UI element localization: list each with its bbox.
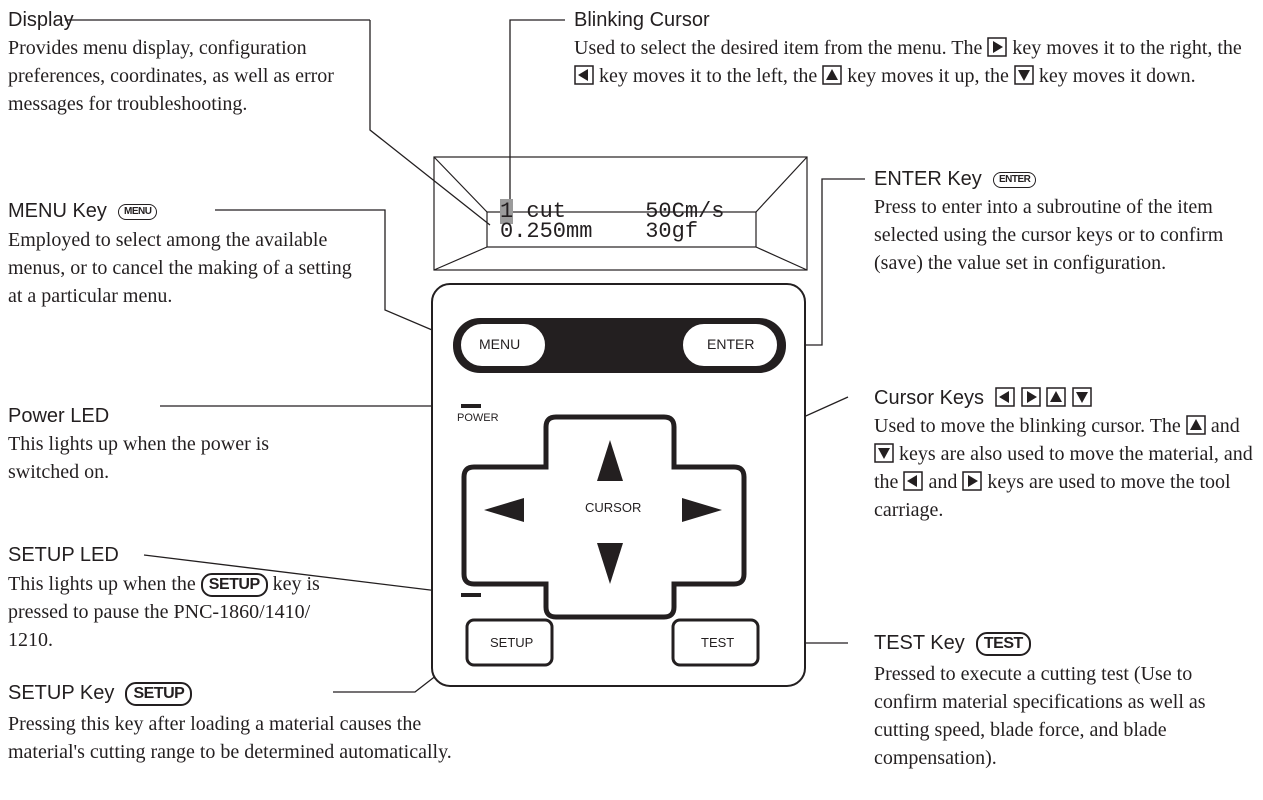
down-key-icon [1072,386,1092,407]
lcd-line-2: 0.250mm 30gf [500,219,699,244]
arrow-left [484,498,524,522]
up-key-icon [1046,386,1067,407]
blinking-cursor-heading: Blinking Cursor [574,9,710,31]
setup-led-desc: This lights up when the SETUP key is pre… [8,573,320,651]
setup-led-leader [143,554,472,596]
lcd-display [433,156,808,271]
menu-key-badge: MENU [118,203,158,220]
cursor-keys-heading: Cursor Keys [874,386,1092,410]
display-heading: Display [8,9,74,31]
enter-button [681,322,779,368]
setup-badge: SETUP [200,573,268,598]
power-led-desc: This lights up when the power is switche… [8,433,270,483]
lcd-line-1-text: cut 50Cm/s [513,199,725,224]
blinking-cursor-desc: Used to select the desired item from the… [574,37,1242,87]
setup-button [465,618,554,667]
power-label: POWER [457,412,499,424]
lcd-line-1: 1 cut 50Cm/s [500,199,725,224]
test-key-badge: TEST [975,631,1031,656]
arrow-up [597,440,623,481]
right-key-icon [962,471,983,492]
cursor-label: CURSOR [585,500,642,515]
power-led [461,404,481,408]
setup-button-label[interactable]: SETUP [490,635,534,650]
display-leader-2 [369,20,491,226]
test-key-heading: TEST Key TEST [874,631,1031,656]
lcd-cursor: 1 [500,199,514,224]
left-key-icon [903,471,924,492]
down-key-icon [1014,65,1034,86]
menu-key-leader [215,209,466,345]
test-key-desc: Pressed to execute a cutting test (Use t… [874,663,1206,769]
setup-key-desc: Pressing this key after loading a materi… [8,713,452,763]
power-led-heading: Power LED [8,405,110,427]
enter-key-badge: ENTER [992,171,1037,188]
left-key-icon [574,65,594,86]
cursor-pad [461,414,747,620]
blinking-cursor-leader [509,19,565,222]
up-key-icon [822,65,843,86]
up-key-icon [1186,415,1206,436]
enter-button-label[interactable]: ENTER [707,336,755,352]
display-desc: Provides menu display, configuration pre… [8,37,334,115]
menu-button-label[interactable]: MENU [479,336,521,352]
setup-key-badge: SETUP [125,681,193,706]
right-key-icon [987,37,1008,58]
menu-key-heading: MENU Key MENU [8,199,158,223]
right-key-icon [1020,386,1041,407]
arrow-down [597,543,623,584]
down-key-icon [874,443,894,464]
setup-key-heading: SETUP Key SETUP [8,681,193,706]
enter-key-heading: ENTER Key ENTER [874,167,1037,191]
menu-key-desc: Employed to select among the available m… [8,229,352,307]
test-button [671,618,760,667]
cursor-keys-desc: Used to move the blinking cursor. The an… [874,415,1253,521]
setup-led-heading: SETUP LED [8,544,119,566]
left-key-icon [995,386,1015,407]
test-button-label[interactable]: TEST [701,635,735,650]
enter-key-desc: Press to enter into a subroutine of the … [874,196,1224,274]
arrow-right [682,498,722,522]
menu-button [459,322,547,368]
setup-led [461,593,481,597]
